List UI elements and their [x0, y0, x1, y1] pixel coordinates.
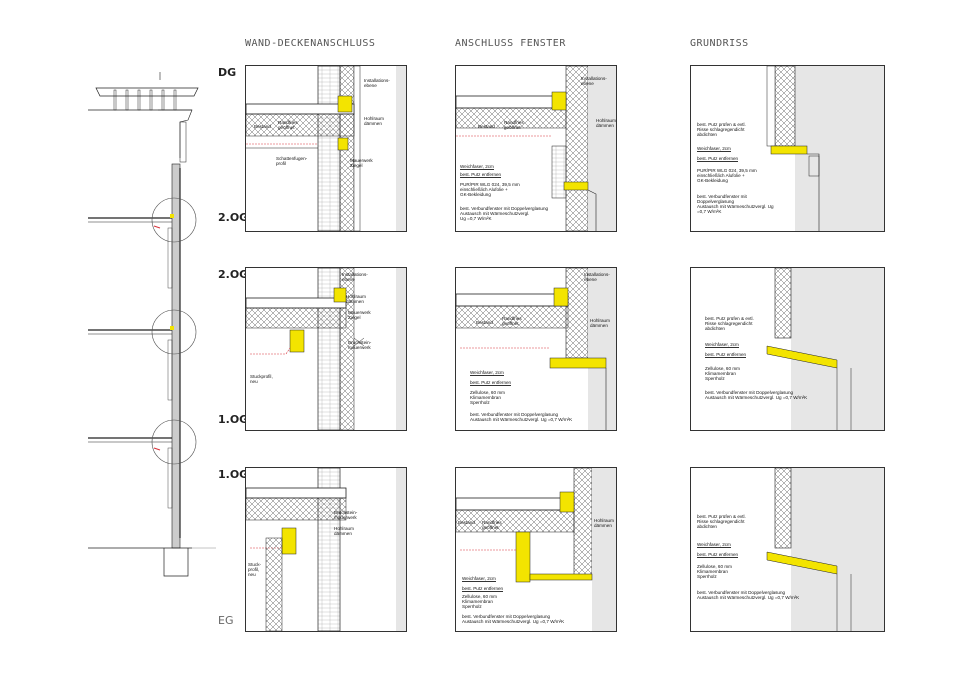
floor-label-2og-b: 2.OG: [218, 268, 249, 281]
label-putz-entfernen: best. Putz entfernen: [697, 156, 739, 162]
column-header-fenster: ANSCHLUSS FENSTER: [455, 38, 566, 49]
label-pur-pir: PUR/PIR WLG 024, 39,5 mm einschließlich …: [697, 168, 757, 183]
label-schattenfugen: Schattenfugen- profil: [276, 156, 308, 166]
label-hohlraum: Hohlraum dämmen: [364, 116, 384, 126]
detail-fenster-1og: Bestand Randfries geöffnet Hohlraum dämm…: [455, 467, 617, 632]
floor-label-eg: EG: [218, 614, 234, 627]
detail-grundriss-dg: best. Putz prüfen & evtl. Risse schlagre…: [690, 65, 885, 232]
label-zellulose: Zellulose, 60 mm Klimamembran Sperrholz: [470, 390, 505, 405]
label-pur-pir: PUR/PIR WLG 024, 39,5 mm einschließlich …: [460, 182, 520, 197]
label-verbundfenster: best. Verbundfenster mit Doppelverglasun…: [460, 206, 549, 221]
label-weichfaser: Weichfaser, 2cm: [697, 542, 731, 548]
label-weichfaser: Weichfaser, 2cm: [460, 164, 494, 170]
detail-wand-decke-dg: Installations- ebene Hohlraum dämmen Bes…: [245, 65, 407, 232]
column-header-grundriss: GRUNDRISS: [690, 38, 749, 49]
detail-fenster-2og: Installations- ebene Hohlraum dämmen Bes…: [455, 267, 617, 431]
floor-label-2og-a: 2.OG: [218, 211, 249, 224]
detail-fenster-dg: Installations- ebene Hohlraum dämmen Bes…: [455, 65, 617, 232]
label-bruchstein: Bruchstein- mauerwerk: [348, 340, 372, 350]
label-bestand: Bestand: [476, 320, 493, 325]
label-installationsebene: Installations- ebene: [342, 272, 368, 282]
label-weichfaser: Weichfaser, 2cm: [462, 576, 496, 582]
label-zellulose: Zellulose, 60 mm Klimamembran Sperrholz: [705, 366, 740, 381]
label-zellulose: Zellulose, 60 mm Klimamembran Sperrholz: [697, 564, 732, 579]
label-randfries: Randfries geöffnet: [504, 120, 524, 130]
label-bruchstein: Bruchstein- mauerwerk: [334, 510, 358, 520]
floor-label-dg: DG: [218, 66, 237, 79]
label-bestand: Bestand: [478, 124, 495, 129]
label-putz-pruefen: best. Putz prüfen & evtl. Risse schlagre…: [705, 316, 754, 331]
detail-wand-decke-1og: Bruchstein- mauerwerk Hohlraum dämmen St…: [245, 467, 407, 632]
label-verbundfenster: best. Verbundfenster mit Doppelverglasun…: [470, 412, 573, 422]
label-bestand: Bestand: [254, 124, 271, 129]
label-stuckprofil: Stuckprofil, neu: [250, 374, 273, 384]
label-putz-entfernen: best. Putz entfernen: [705, 352, 747, 358]
label-putz-entfernen: best. Putz entfernen: [697, 552, 739, 558]
label-putz-entfernen: best. Putz entfernen: [460, 172, 502, 178]
label-verbundfenster: best. Verbundfenster mit Doppelverglasun…: [697, 590, 800, 600]
label-weichfaser: Weichfaser, 2cm: [697, 146, 731, 152]
label-installationsebene: Installations- ebene: [581, 76, 607, 86]
label-installationsebene: Installations- ebene: [364, 78, 390, 88]
label-putz-entfernen: best. Putz entfernen: [470, 380, 512, 386]
label-bestand: Bestand: [458, 520, 475, 525]
label-mauerwerk: Mauerwerk Ziegel: [350, 158, 373, 168]
label-weichfaser: Weichfaser, 2cm: [470, 370, 504, 376]
label-hohlraum: Hohlraum dämmen: [334, 526, 354, 536]
label-randfries: Randfries geöffnet: [278, 120, 298, 130]
label-installationsebene: Installations- ebene: [584, 272, 610, 282]
label-verbundfenster: best. Verbundfenster mit Doppelverglasun…: [705, 390, 808, 400]
label-putz-pruefen: best. Putz prüfen & evtl. Risse schlagre…: [697, 514, 746, 529]
building-section-elevation: [88, 68, 216, 608]
floor-label-1og-b: 1.OG: [218, 468, 249, 481]
label-hohlraum: Hohlraum dämmen: [346, 294, 366, 304]
column-header-wand-decke: WAND-DECKENANSCHLUSS: [245, 38, 376, 49]
label-zellulose: Zellulose, 60 mm Klimamembran Sperrholz: [462, 594, 497, 609]
label-weichfaser: Weichfaser, 2cm: [705, 342, 739, 348]
detail-wand-decke-2og: Installations- ebene Hohlraum dämmen Mau…: [245, 267, 407, 431]
label-putz-entfernen: best. Putz entfernen: [462, 586, 504, 592]
detail-grundriss-2og: best. Putz prüfen & evtl. Risse schlagre…: [690, 267, 885, 431]
label-hohlraum: Hohlraum dämmen: [594, 518, 614, 528]
label-mauerwerk: Mauerwerk Ziegel: [348, 310, 371, 320]
label-hohlraum: Hohlraum dämmen: [590, 318, 610, 328]
label-randfries: Randfries geöffnet: [482, 520, 502, 530]
label-putz-pruefen: best. Putz prüfen & evtl. Risse schlagre…: [697, 122, 746, 137]
label-randfries: Randfries geöffnet: [502, 316, 522, 326]
label-verbundfenster: best. Verbundfenster mit Doppelverglasun…: [462, 614, 565, 624]
floor-label-1og-a: 1.OG: [218, 413, 249, 426]
label-hohlraum: Hohlraum dämmen: [596, 118, 616, 128]
label-verbundfenster: best. Verbundfenster mit Doppelverglasun…: [697, 194, 774, 214]
label-stuckprofil: Stuck- profil, neu: [248, 562, 262, 577]
detail-grundriss-1og: best. Putz prüfen & evtl. Risse schlagre…: [690, 467, 885, 632]
